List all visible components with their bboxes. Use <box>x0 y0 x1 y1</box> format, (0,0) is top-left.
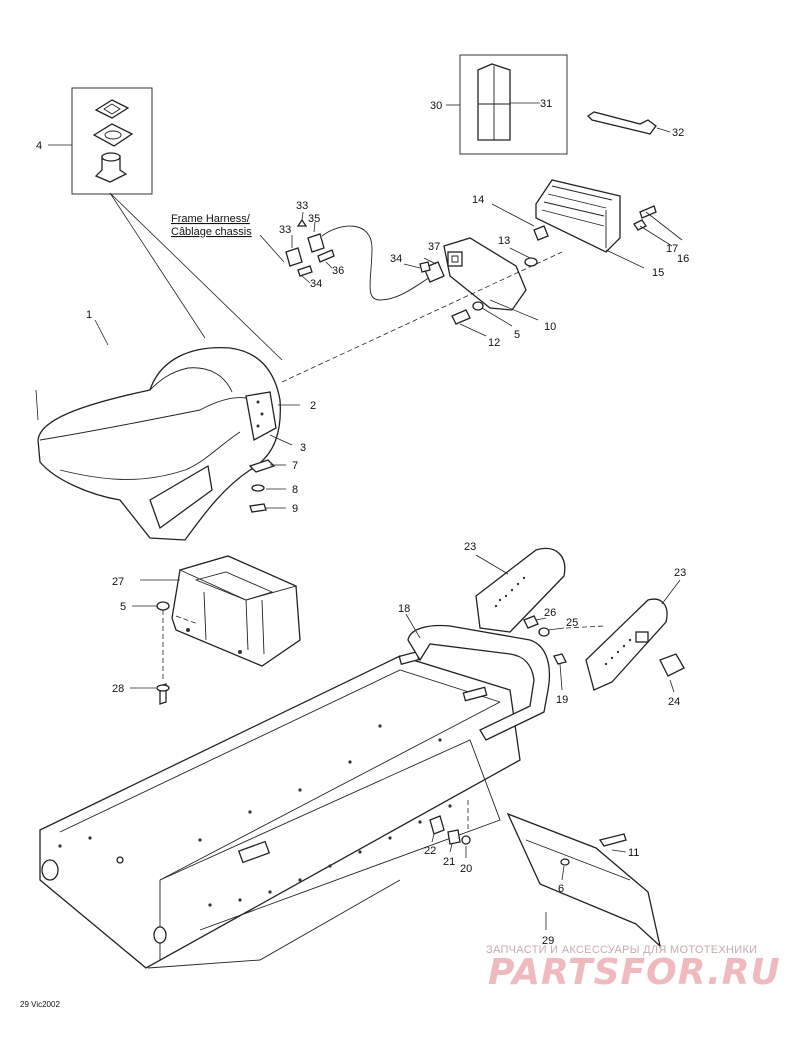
callout-21: 21 <box>443 856 455 868</box>
frame-harness-connectors <box>285 218 433 301</box>
callout-9: 9 <box>292 503 298 515</box>
callout-36: 36 <box>332 265 344 277</box>
callout-13: 13 <box>498 235 510 247</box>
callout-5-lower: 5 <box>120 601 126 613</box>
storage-box <box>156 555 301 705</box>
callout-11: 11 <box>628 847 639 859</box>
callout-5-upper: 5 <box>514 329 520 341</box>
callout-12: 12 <box>488 337 500 349</box>
callout-6: 6 <box>558 883 564 895</box>
callout-22: 22 <box>424 845 436 857</box>
callout-25: 25 <box>566 617 578 629</box>
callout-31: 31 <box>540 98 552 110</box>
callout-37: 37 <box>428 241 440 253</box>
callout-labels: 4 30 31 32 14 33 35 33 37 13 34 36 34 17… <box>36 98 689 947</box>
callout-3: 3 <box>300 442 306 454</box>
callout-34-lower: 34 <box>310 278 322 290</box>
tail-light-assembly <box>419 179 657 325</box>
callout-15: 15 <box>652 267 664 279</box>
caption-line-2: Câblage chassis <box>171 226 252 238</box>
snow-flap-assembly <box>429 812 662 948</box>
callout-18: 18 <box>398 603 410 615</box>
callout-2: 2 <box>310 400 316 412</box>
callout-28: 28 <box>112 683 124 695</box>
tail-cover-inset <box>459 54 568 155</box>
callout-33: 33 <box>279 224 291 236</box>
seat-assembly <box>37 346 281 541</box>
callout-23-left: 23 <box>464 541 476 553</box>
callout-8: 8 <box>292 484 298 496</box>
callout-19: 19 <box>556 694 568 706</box>
watermark-tagline: ЗАПЧАСТИ И АКСЕССУАРЫ ДЛЯ МОТОТЕХНИКИ <box>486 944 758 956</box>
callout-10: 10 <box>544 321 556 333</box>
callout-1: 1 <box>86 309 92 321</box>
callout-17: 17 <box>666 243 678 255</box>
figure-code: 29 Vic2002 <box>20 1000 60 1009</box>
callout-4: 4 <box>36 140 42 152</box>
callout-30: 30 <box>430 100 442 112</box>
callout-34-upper: 34 <box>390 253 402 265</box>
callout-32: 32 <box>672 127 684 139</box>
callout-35: 35 <box>308 213 320 225</box>
callout-7: 7 <box>292 460 298 472</box>
callout-26: 26 <box>544 607 556 619</box>
callout-16: 16 <box>677 253 689 265</box>
callout-38: 33 <box>296 200 308 212</box>
chassis-tunnel <box>39 651 521 969</box>
callout-29: 29 <box>542 935 554 947</box>
grab-handle-assembly <box>407 547 685 741</box>
callout-14: 14 <box>472 194 484 206</box>
callout-27: 27 <box>112 576 124 588</box>
callout-23-right: 23 <box>674 567 686 579</box>
latch-kit-inset <box>71 87 153 195</box>
tool-wrench <box>586 111 657 135</box>
callout-24: 24 <box>668 696 680 708</box>
watermark-logo: PARTSFOR.RU <box>488 952 781 993</box>
caption-line-1: Frame Harness/ <box>171 213 251 225</box>
callout-20: 20 <box>460 863 472 875</box>
